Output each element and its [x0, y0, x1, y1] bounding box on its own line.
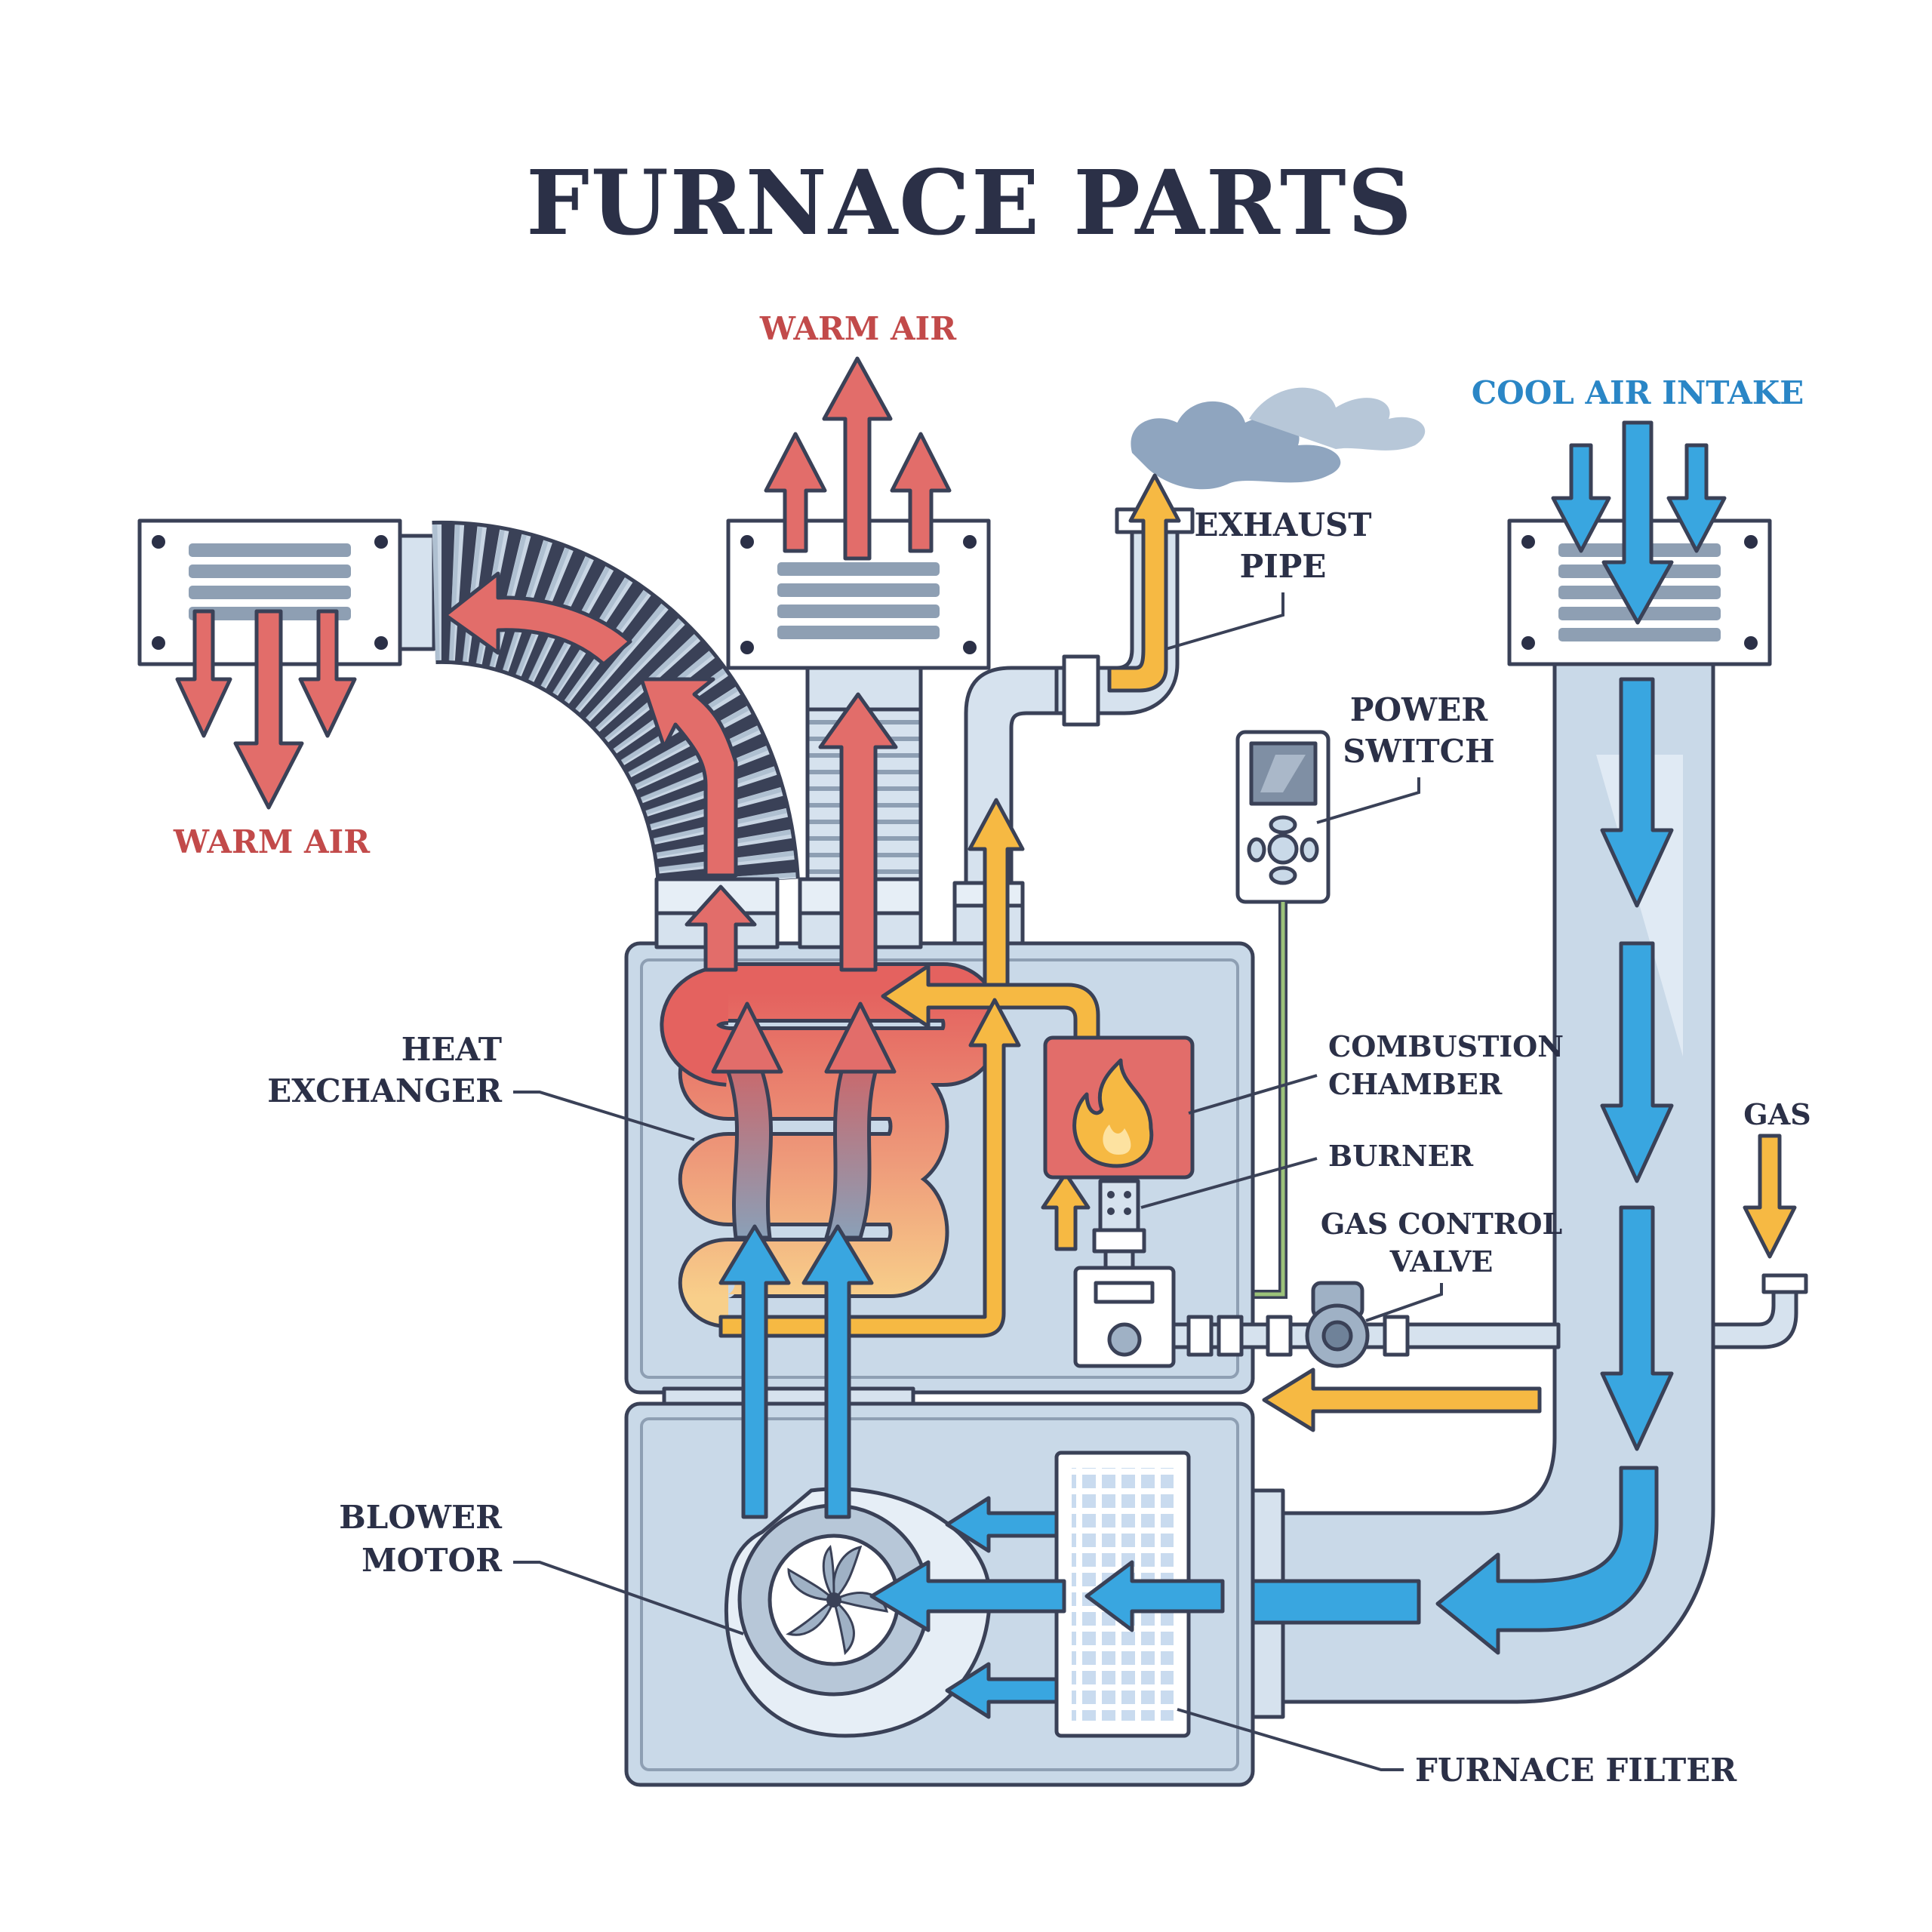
blower-air-arrows [718, 1224, 1225, 1719]
cool-air-intake-arrows [1551, 420, 1727, 625]
exhaust-pipe-label-line2: PIPE [1240, 548, 1327, 585]
flame-icon [1072, 1058, 1154, 1168]
left-warm-air-vent [137, 518, 436, 666]
heat-exchanger-tubes [711, 1001, 897, 1240]
burner [1092, 1179, 1146, 1270]
page-title: FURNACE PARTS [526, 150, 1414, 255]
blower-motor-label-line1: BLOWER [339, 1499, 503, 1536]
gas-control-box [1073, 1266, 1176, 1368]
top-warm-air-up-arrows [764, 356, 952, 561]
gas-control-valve-label-line1: GAS CONTROL [1321, 1207, 1562, 1241]
combustion-chamber-label-line1: COMBUSTION [1328, 1029, 1564, 1063]
cool-air-intake-label: COOL AIR INTAKE [1472, 374, 1804, 411]
combustion-chamber-label-line2: CHAMBER [1328, 1067, 1503, 1101]
heat-exchanger-label-line2: EXCHANGER [267, 1072, 503, 1109]
warm-air-left-label: WARM AIR [173, 823, 371, 860]
cool-air-duct [1281, 662, 1715, 1704]
power-switch-label-line1: POWER [1350, 691, 1488, 728]
blower-motor [724, 1487, 992, 1738]
cabinet-warm-air-arrows [685, 692, 898, 972]
heat-exchanger-label-line1: HEAT [401, 1031, 502, 1068]
gas-label: GAS [1743, 1097, 1810, 1131]
exhaust-smoke [1131, 387, 1426, 490]
power-switch-device [1235, 730, 1331, 904]
furnace-filter-label: FURNACE FILTER [1415, 1752, 1737, 1789]
power-switch-label-line2: SWITCH [1343, 733, 1495, 770]
gas-control-valve [1305, 1281, 1370, 1368]
exhaust-gas-arrow [1107, 473, 1181, 693]
warm-air-top-label: WARM AIR [759, 310, 957, 347]
left-warm-air-down-arrows [175, 609, 357, 810]
blower-motor-label-line2: MOTOR [361, 1542, 503, 1579]
exhaust-pipe-label-line1: EXHAUST [1194, 506, 1371, 543]
combustion-gas-flow [718, 798, 1797, 1432]
burner-label: BURNER [1328, 1139, 1474, 1173]
duct-warm-air-arrows [443, 571, 738, 878]
gas-control-valve-label-line2: VALVE [1389, 1244, 1494, 1278]
